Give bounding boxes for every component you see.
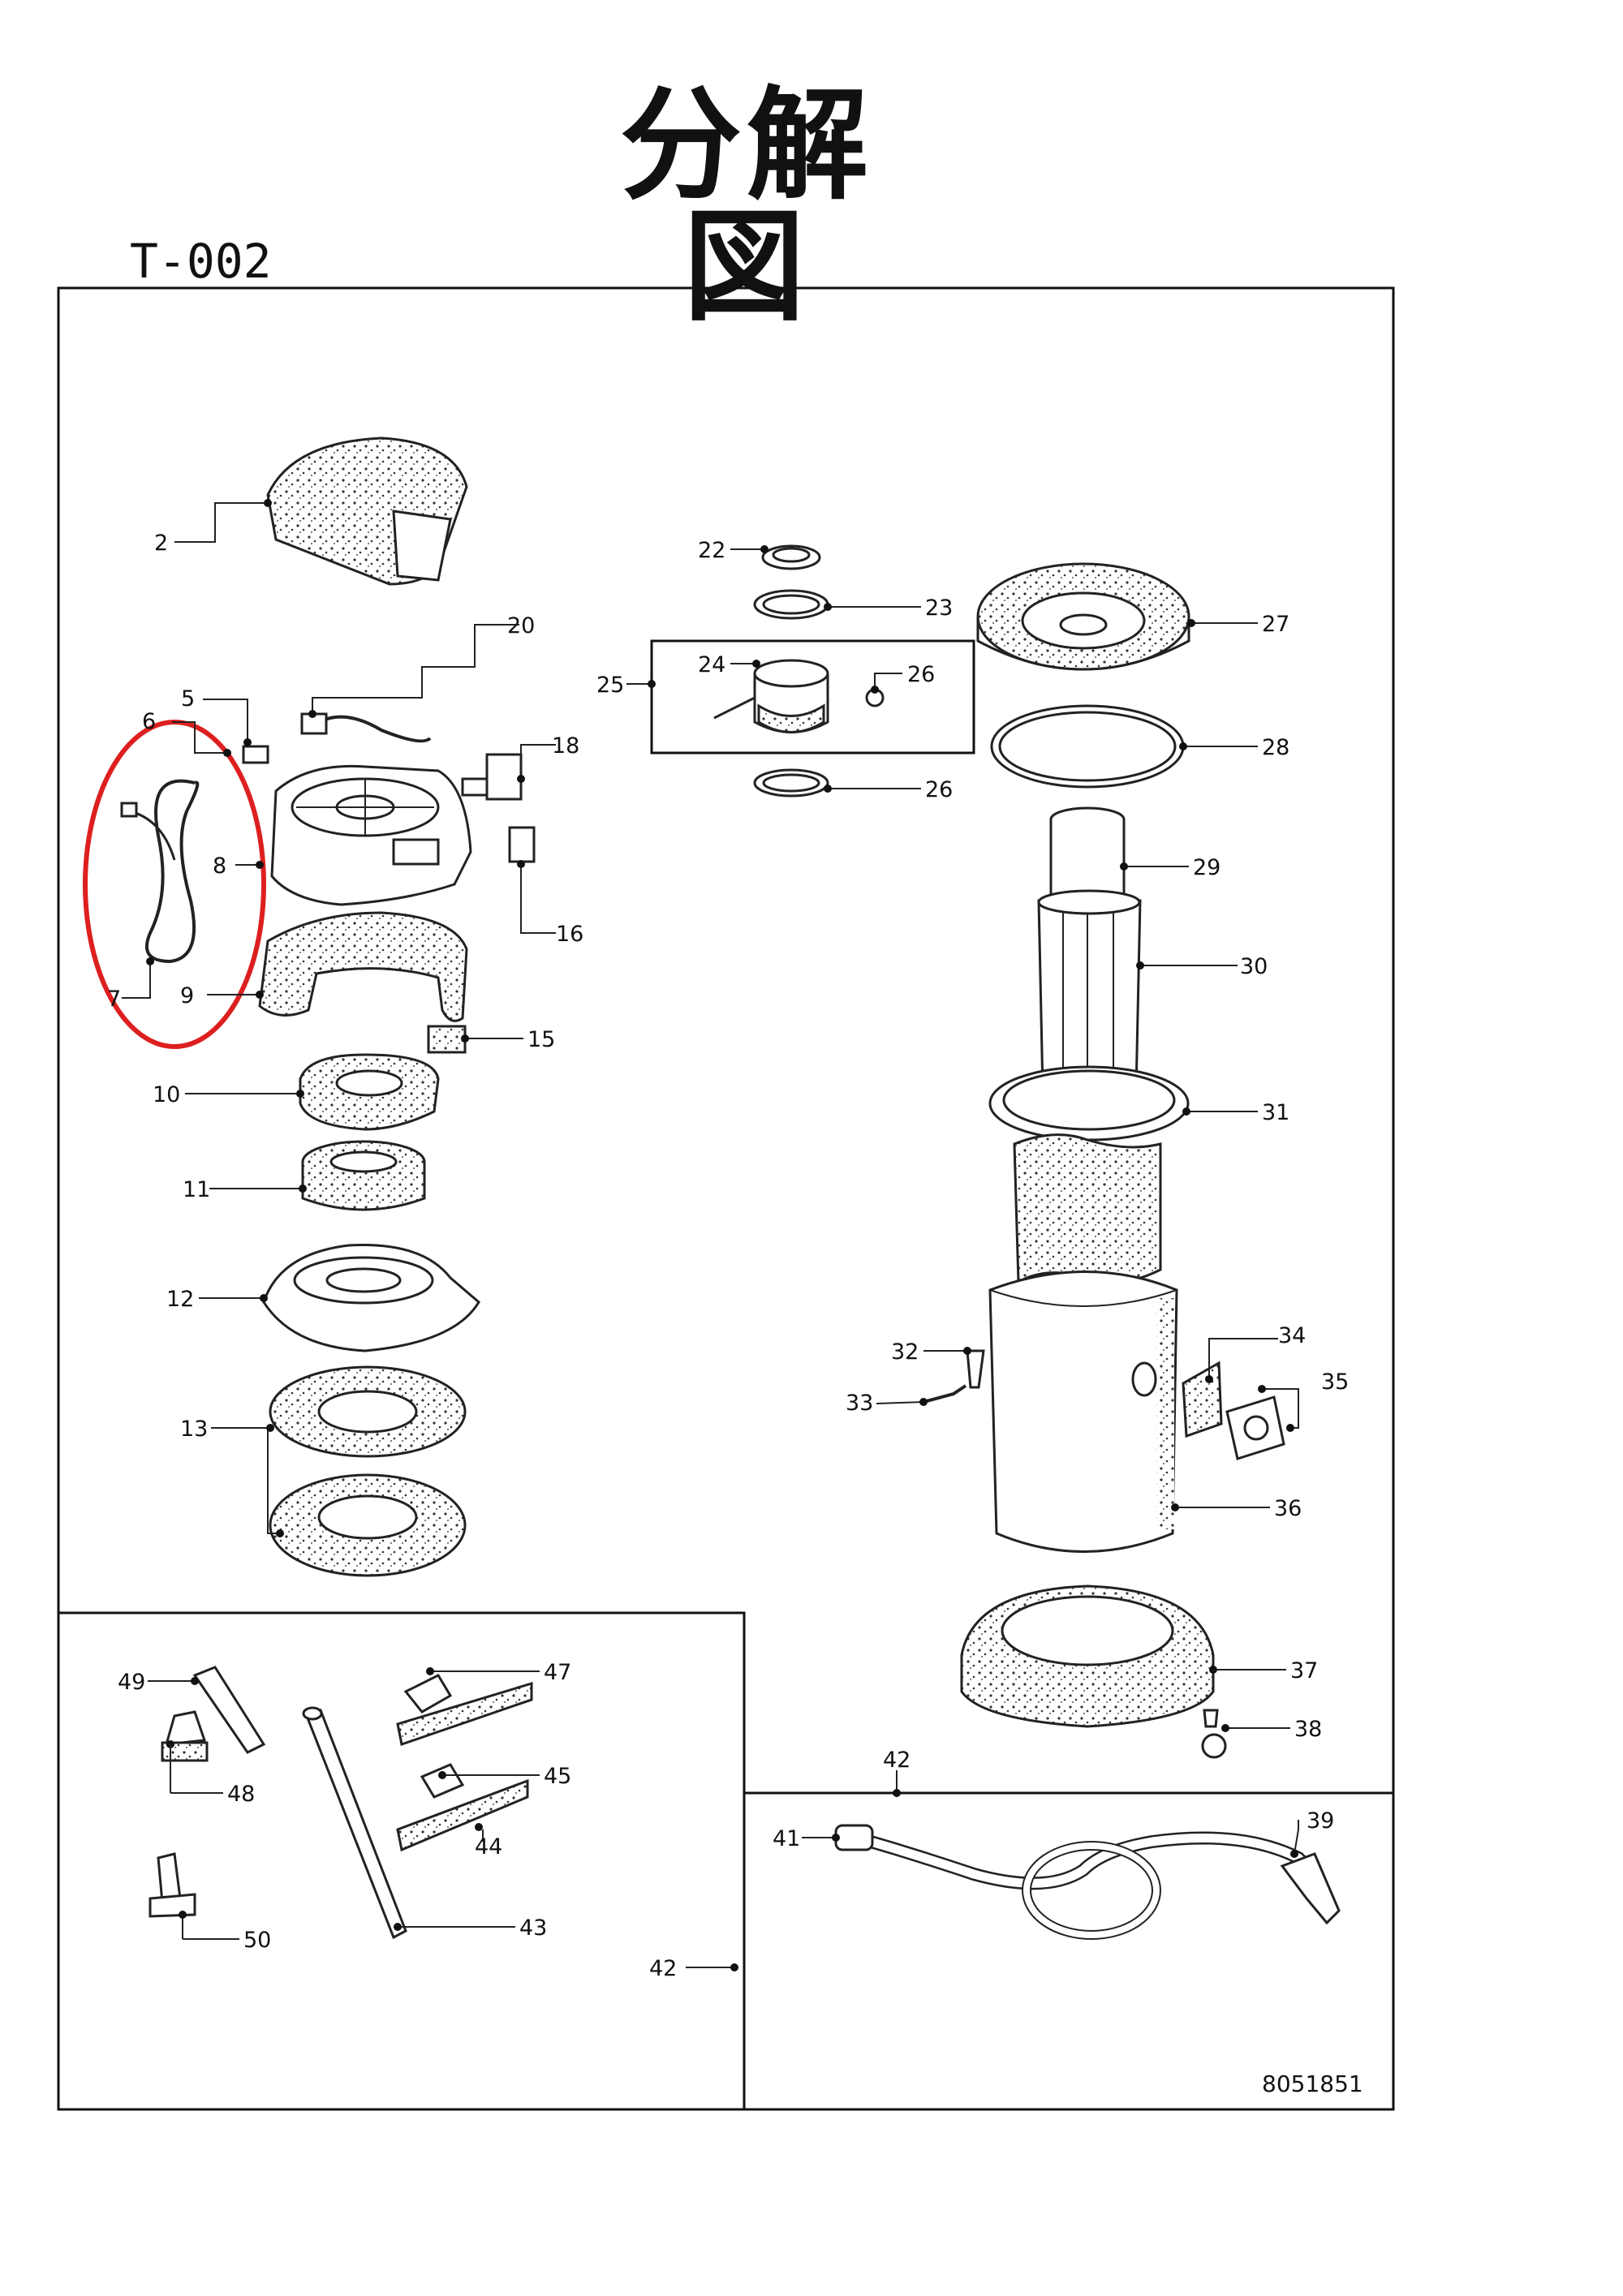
callout-label: 43 (519, 1915, 547, 1941)
part-22-bearing (761, 544, 821, 570)
part-26-gasket-top (753, 589, 829, 620)
part-37-base (960, 1584, 1215, 1728)
callout-label: 49 (118, 1670, 145, 1695)
callout-label: 7 (107, 987, 121, 1012)
part-36-tank (988, 1271, 1178, 1553)
callout-label: 18 (552, 733, 579, 759)
callout-label: 6 (142, 709, 156, 734)
callout-label: 15 (527, 1027, 555, 1052)
callout-label: 26 (907, 662, 935, 687)
callout-label: 26 (925, 777, 953, 802)
callout-label: 32 (891, 1339, 919, 1365)
callout-label: 9 (180, 983, 194, 1008)
callout-label: 8 (213, 853, 226, 879)
part-8-motor-housing (270, 764, 472, 906)
callout-label: 22 (698, 538, 725, 563)
part-10-filter (299, 1053, 440, 1131)
callout-label: 42 (883, 1748, 911, 1773)
callout-label: 16 (556, 922, 583, 947)
model-number: T-002 (130, 234, 272, 289)
callout-label: 11 (183, 1177, 210, 1202)
part-38-caster (1201, 1709, 1227, 1759)
part-12-base-plate (262, 1244, 480, 1352)
callout-label: 28 (1262, 735, 1289, 760)
part-bag (1013, 1133, 1162, 1284)
part-32-latch (966, 1349, 985, 1389)
part-28-gasket (990, 704, 1185, 789)
callout-label: 25 (596, 673, 624, 698)
part-20-wiring (242, 712, 432, 764)
part-15-pad (427, 1025, 467, 1054)
part-33-clip (923, 1384, 967, 1404)
part-26-gasket-bottom (753, 768, 829, 798)
part-9-filter-ring (258, 911, 468, 1022)
callout-label: 5 (181, 686, 195, 712)
part-43-wand (302, 1706, 407, 1940)
callout-label: 2 (154, 531, 168, 556)
leader-lines (122, 499, 1299, 1971)
callout-label: 34 (1278, 1323, 1306, 1348)
callout-label: 42 (649, 1956, 677, 1981)
part-7-power-cord (120, 779, 200, 964)
part-49-crevice-tool (192, 1666, 266, 1754)
part-11-filter (301, 1140, 426, 1211)
part-47-floor-tool (396, 1674, 533, 1746)
callout-label: 41 (773, 1826, 800, 1851)
callout-label: 31 (1262, 1100, 1289, 1125)
callout-label: 36 (1274, 1496, 1302, 1521)
callout-label: 20 (507, 613, 535, 638)
part-23-motor (713, 659, 885, 733)
part-50-nozzle (149, 1852, 196, 1918)
part-31-bag-ring (988, 1065, 1190, 1142)
part-13-filter-rings (269, 1365, 467, 1577)
callout-label: 23 (925, 595, 953, 621)
callout-label: 29 (1193, 855, 1220, 880)
callout-label: 13 (180, 1417, 208, 1442)
callout-label: 33 (846, 1391, 873, 1416)
callout-label: 39 (1307, 1808, 1334, 1834)
callout-label: 44 (475, 1834, 502, 1860)
callout-label: 38 (1294, 1717, 1322, 1742)
callout-label: 48 (227, 1782, 255, 1807)
diagram-frames (57, 286, 1395, 2111)
part-30-cage (1037, 889, 1142, 1093)
callout-label: 45 (544, 1764, 571, 1789)
part-27-top-ring (976, 562, 1190, 671)
callout-label: 50 (243, 1928, 271, 1953)
callout-label: 37 (1290, 1658, 1318, 1683)
part-18-switch (461, 753, 523, 801)
callout-label: 27 (1262, 612, 1289, 637)
callout-label: 24 (698, 652, 725, 677)
part-34-bracket (1182, 1361, 1223, 1438)
callout-label: 10 (153, 1082, 180, 1107)
part-35-caster-base (1225, 1395, 1285, 1460)
part-48-brush (161, 1710, 209, 1762)
drawing-number: 8051851 (1262, 2070, 1363, 2097)
part-45-floor-tool (396, 1763, 529, 1852)
part-39-hose (834, 1824, 1341, 1940)
callout-labels: 2 5 6 7 8 9 10 11 12 13 15 16 18 20 22 2… (107, 531, 1349, 1981)
part-2-cover (266, 436, 468, 586)
callout-label: 30 (1240, 954, 1268, 979)
callout-label: 35 (1321, 1369, 1349, 1395)
part-16-switch (508, 826, 536, 863)
callout-label: 12 (166, 1287, 194, 1312)
callout-label: 47 (544, 1660, 571, 1685)
page-title: 分解図 (619, 75, 873, 338)
